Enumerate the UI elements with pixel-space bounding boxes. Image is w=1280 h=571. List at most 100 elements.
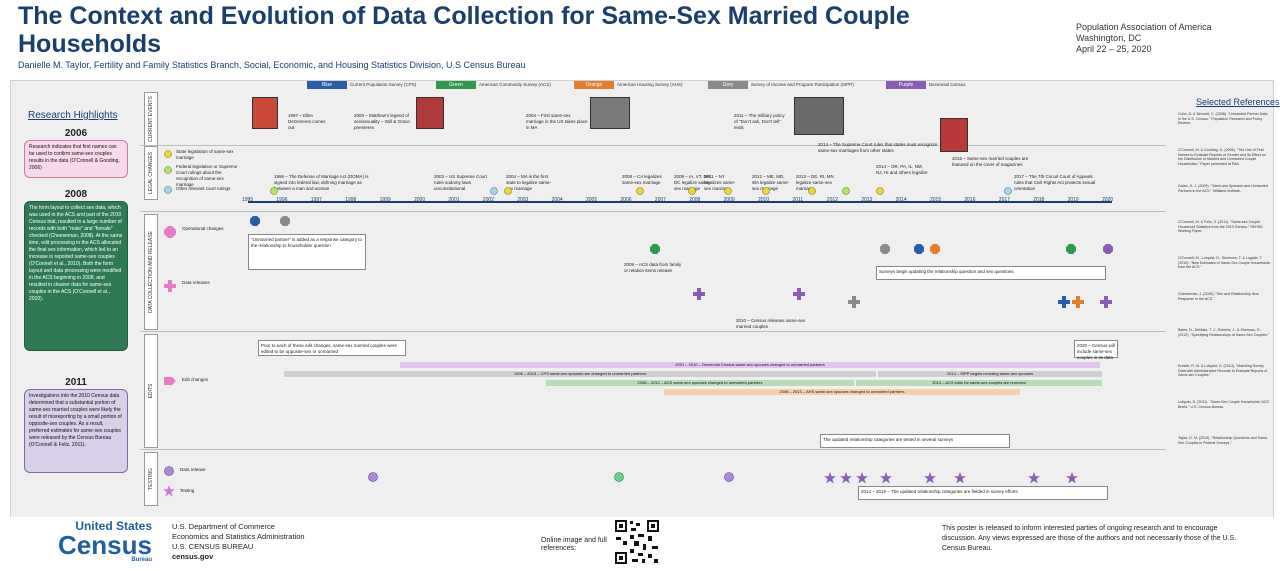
grey-octagon-icon xyxy=(880,244,890,254)
yellow-circle-icon xyxy=(876,187,884,195)
year-tick: 2012 xyxy=(826,197,838,203)
green-circle-icon xyxy=(614,472,624,482)
year-tick: 2019 xyxy=(1067,197,1079,203)
reference-item[interactable]: Kreider, R. M. & Lofquist, D. (2014). "M… xyxy=(1178,364,1268,378)
blue-octagon-icon xyxy=(914,244,924,254)
yellow-circle-icon xyxy=(762,187,770,195)
census-2020-note: 2020 – Census will include same-sex coup… xyxy=(1074,340,1118,360)
dept-esa: Economics and Statistics Administration xyxy=(172,532,305,541)
reference-item[interactable]: Taylor, D. M. (2019). "Relationship Ques… xyxy=(1178,436,1269,445)
star-icon xyxy=(1066,472,1078,484)
section-edits-label: EDITS xyxy=(148,383,154,399)
dept-census: U.S. CENSUS BUREAU xyxy=(172,542,254,551)
legend-blue-text: Current Population Survey (CPS) xyxy=(350,82,417,87)
blue-octagon-icon xyxy=(250,216,260,226)
year-tick: 1999 xyxy=(379,197,391,203)
year-tick: 1997 xyxy=(310,197,322,203)
legal-2012: 2012 – ME, MD, WA legalize same-sex marr… xyxy=(752,174,790,191)
divider xyxy=(140,211,1166,212)
reference-item[interactable]: Bates, N., DeMaio, T. J., Roberts, J., &… xyxy=(1178,328,1270,337)
star-icon xyxy=(954,472,966,484)
star-icon xyxy=(856,472,868,484)
logo-main-text: Census xyxy=(58,530,152,560)
legal-2017: 2017 – The 7th Circuit Court of Appeals … xyxy=(1014,174,1096,191)
green-octagon-icon xyxy=(650,244,660,254)
legend-grey-text: Survey of Income and Program Participati… xyxy=(751,82,854,87)
grey-plus-icon xyxy=(848,296,860,308)
edit-bar-census: 2001 – 2010 – Decennial Census same-sex … xyxy=(400,362,1100,368)
grey-octagon-icon xyxy=(280,216,290,226)
orange-plus-icon xyxy=(1072,296,1084,308)
star-icon xyxy=(1028,472,1040,484)
reference-item[interactable]: Cheeseman, J. (2008). "Sex and Relations… xyxy=(1178,292,1259,301)
yellow-circle-icon xyxy=(504,187,512,195)
legend-data-release: Data release xyxy=(180,467,206,472)
dept-commerce: U.S. Department of Commerce xyxy=(172,522,275,531)
section-testing: TESTING xyxy=(144,452,158,506)
legend-green-text: American Community Survey (ACS) xyxy=(479,82,551,87)
highlight-year-2008: 2008 xyxy=(64,189,88,200)
highlight-year-2006: 2006 xyxy=(64,128,88,139)
green-octagon-icon xyxy=(1066,244,1076,254)
legend-federal-rulings: Federal legislation or Supreme Court rul… xyxy=(176,164,238,187)
purple-plus-icon xyxy=(1100,296,1112,308)
conference-name: Population Association of America xyxy=(1076,22,1212,32)
event-1997: 1997 – Ellen DeGeneres comes out xyxy=(288,113,326,130)
authors-line: Danielle M. Taylor, Fertility and Family… xyxy=(18,60,526,70)
year-tick: 2004 xyxy=(551,197,563,203)
celebration-photo xyxy=(794,97,844,135)
qr-code-icon[interactable] xyxy=(614,519,660,565)
highlight-2011: Investigations into the 2010 Census data… xyxy=(24,389,128,473)
survey-update-note: Surveys begin updating the relationship … xyxy=(876,266,1106,280)
section-current-events: CURRENT EVENTS xyxy=(144,92,158,146)
year-tick: 2000 xyxy=(414,197,426,203)
section-edits: EDITS xyxy=(144,334,158,448)
reference-item[interactable]: Cohn, D. & Bennett, C. (2008). "Unmarrie… xyxy=(1178,112,1268,126)
legend-edit-changes: Edit changes xyxy=(182,377,209,382)
year-tick: 2013 xyxy=(861,197,873,203)
yellow-circle-icon xyxy=(636,187,644,195)
online-references-label: Online image and full references: xyxy=(541,537,607,552)
legend-state-legislation: State legislation of same-sex marriage xyxy=(176,149,234,160)
section-legal-changes-label: LEGAL CHANGES xyxy=(148,151,154,195)
census-logo: United States Census Bureau xyxy=(58,520,152,564)
conference-city: Washington, DC xyxy=(1076,33,1142,43)
references-title: Selected References xyxy=(1196,97,1280,107)
year-tick: 2009 xyxy=(723,197,735,203)
legend-grey: Grey xyxy=(708,81,748,89)
census-website-link[interactable]: census.gov xyxy=(172,552,214,561)
edit-bar-ahs: 2008 – 2013 – AHS same-sex spouses chang… xyxy=(664,389,1020,395)
yellow-circle-icon xyxy=(724,187,732,195)
edit-bar-acs-removed: 2013 – ACS edits for same-sex couples ar… xyxy=(856,380,1102,386)
reference-item[interactable]: Lofquist, D. (2011). "Same-Sex Couple Ho… xyxy=(1178,400,1269,409)
testing-note: The updated relationship categories are … xyxy=(820,434,1010,448)
edit-bar-sipp: 2014 – SIPP begins recoding same-sex spo… xyxy=(878,371,1102,377)
reference-item[interactable]: O'Connell, M., Lofquist, D., Simmons, T.… xyxy=(1178,256,1270,270)
reference-item[interactable]: O'Connell, M. & Feliz, S. (2011). "Same-… xyxy=(1178,220,1263,234)
section-data-collection-label: DATA COLLECTION AND RELEASE xyxy=(148,231,154,313)
edits-note: Prior to each of these edit changes, sam… xyxy=(258,340,406,356)
highlight-year-2011: 2011 xyxy=(65,377,87,388)
blue-circle-icon xyxy=(164,186,172,194)
legend-other-rulings: Other relevant court rulings xyxy=(176,186,231,191)
highlight-2008: The form layout to collect sex data, whi… xyxy=(24,201,128,351)
poster-header: The Context and Evolution of Data Collec… xyxy=(0,0,1280,78)
magazine-photo xyxy=(416,97,444,129)
edit-bar-cps: 1996 – 2013 – CPS same-sex spouses are c… xyxy=(284,371,876,377)
event-2000: 2000 – Matthew's legend of sex/sexuality… xyxy=(354,113,410,130)
legal-2008: 2008 – CA legalizes same-sex marriage xyxy=(622,174,662,185)
yellow-circle-icon xyxy=(808,187,816,195)
year-tick: 1995 xyxy=(242,197,254,203)
reference-item[interactable]: O'Connell, M. & Gooding, G. (2006). "The… xyxy=(1178,148,1266,166)
legend-orange: Orange xyxy=(574,81,614,89)
year-tick: 2016 xyxy=(964,197,976,203)
timeline-axis xyxy=(248,201,1112,203)
year-tick: 2014 xyxy=(895,197,907,203)
legend-green: Green xyxy=(436,81,476,89)
year-tick: 1998 xyxy=(345,197,357,203)
highlight-2006: Research indicates that first names can … xyxy=(24,140,128,178)
purple-circle-icon xyxy=(724,472,734,482)
reference-item[interactable]: Gates, G. J. (2009). "Same-sex Spouses a… xyxy=(1178,184,1268,193)
magazine-photo xyxy=(252,97,278,129)
legend-blue: Blue xyxy=(307,81,347,89)
